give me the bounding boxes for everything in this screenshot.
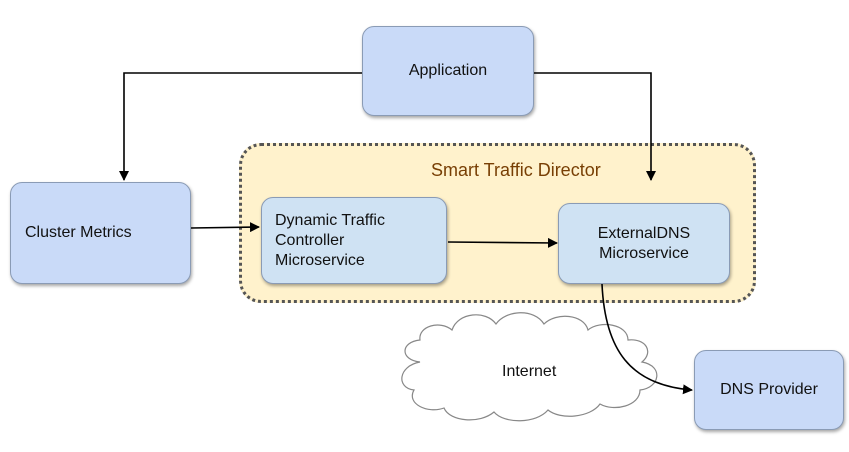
connector-cluster-metrics-to-controller xyxy=(190,222,260,233)
application-label: Application xyxy=(408,62,488,79)
connector-controller-to-externaldns xyxy=(447,237,558,248)
externaldns-node: ExternalDNS Microservice xyxy=(558,203,730,284)
internet-cloud xyxy=(401,312,658,422)
connector-externaldns-to-dns-provider xyxy=(601,283,693,395)
application-node: Application xyxy=(362,26,534,116)
connector-application-to-externaldns xyxy=(534,72,656,181)
cluster-metrics-node: Cluster Metrics xyxy=(10,182,191,284)
externaldns-label-line-2: Microservice xyxy=(599,244,689,262)
connector-application-to-cluster-metrics xyxy=(119,72,362,181)
cluster-metrics-label: Cluster Metrics xyxy=(25,224,132,241)
externaldns-label-line-1: ExternalDNS xyxy=(597,224,691,242)
controller-label-line-1: Dynamic Traffic xyxy=(275,211,385,229)
dns-provider-node: DNS Provider xyxy=(694,350,844,430)
dns-provider-label: DNS Provider xyxy=(720,381,818,398)
group-title: Smart Traffic Director xyxy=(431,160,601,180)
controller-label-line-3: Microservice xyxy=(275,251,365,269)
internet-label: Internet xyxy=(502,363,557,380)
dynamic-traffic-controller-node: Dynamic Traffic Controller Microservice xyxy=(261,197,447,284)
controller-label-line-2: Controller xyxy=(275,231,345,249)
